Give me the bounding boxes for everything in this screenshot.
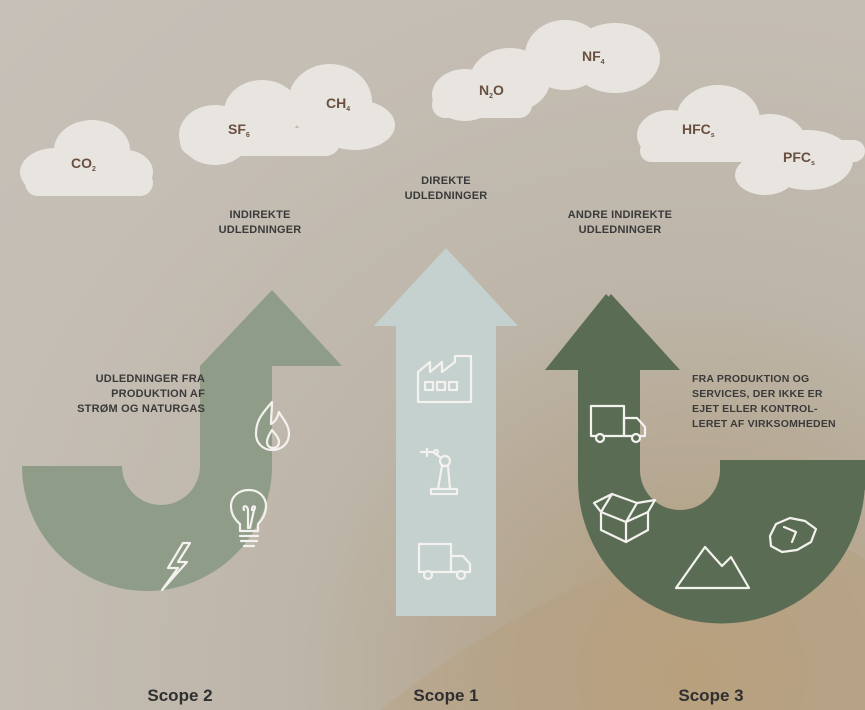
truck-icon-scope1	[417, 542, 472, 581]
scope3-description: FRA PRODUKTION OG SERVICES, DER IKKE ER …	[692, 373, 836, 430]
lightning-icon	[160, 541, 192, 592]
truck-icon-scope3	[589, 404, 647, 444]
cloud-co2	[20, 120, 153, 196]
scope2-arrow	[22, 290, 342, 591]
rock-icon	[768, 516, 818, 554]
scope1-title: Scope 1	[413, 686, 479, 705]
cloud-n2o-nf4	[432, 20, 660, 121]
box-icon	[592, 492, 657, 544]
cloud-hfcs-pfcs	[637, 85, 865, 195]
lightbulb-icon	[229, 488, 268, 548]
mountain-icon	[674, 545, 751, 590]
factory-icon	[416, 354, 473, 404]
gas-label-n2o: N2O	[479, 82, 504, 100]
flame-icon	[254, 400, 291, 452]
scope3-title: Scope 3	[678, 686, 744, 705]
gas-label-nf4: NF4	[582, 48, 605, 66]
gas-label-hfcs: HFCs	[682, 121, 715, 139]
gas-label-pfcs: PFCs	[783, 149, 815, 167]
scope2-title: Scope 2	[147, 686, 213, 705]
gas-label-ch4: CH4	[326, 95, 351, 113]
gas-label-co2: CO2	[71, 155, 96, 173]
scope2-description: UDLEDNINGER FRA PRODUKTION AF STRØM OG N…	[77, 373, 205, 415]
cloud-sf6-ch4	[179, 64, 395, 165]
scope1-arrow	[374, 248, 518, 616]
robot-arm-icon	[419, 447, 459, 496]
scope3-arrow	[545, 294, 865, 624]
gas-label-sf6: SF6	[228, 121, 250, 139]
